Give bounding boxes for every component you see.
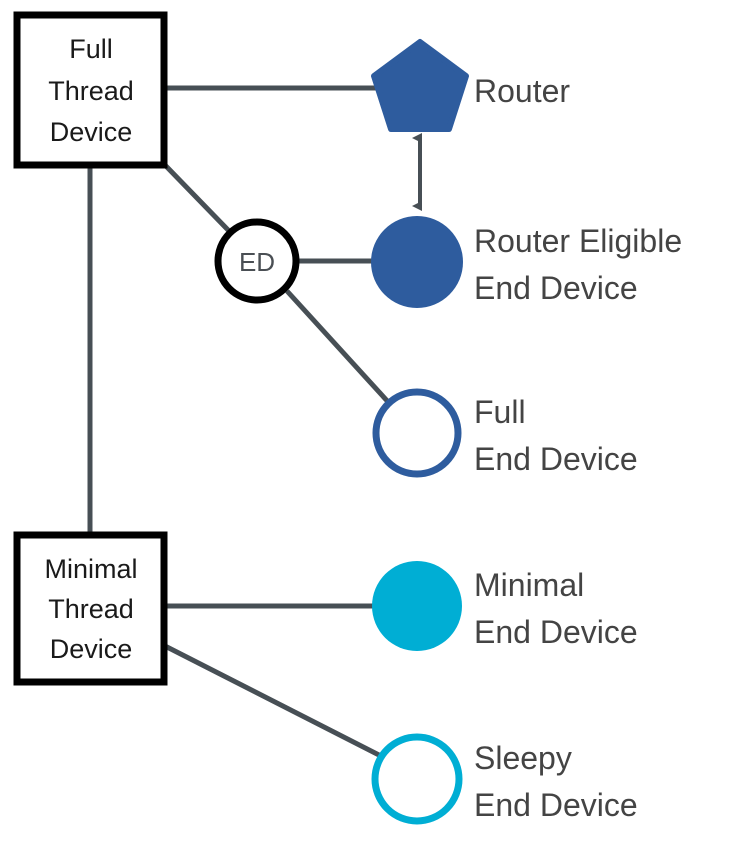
sleepy-end-device-label-line-1: Sleepy: [474, 740, 572, 776]
minimal-thread-device-box: [13, 531, 168, 686]
full-thread-device-line-1: Full: [69, 34, 113, 64]
full-end-device-label-line-1: Full: [474, 394, 526, 430]
router-eligible-end-device-circle-icon: [371, 216, 463, 308]
legend-label-router-eligible-end-device: Router Eligible End Device: [474, 223, 682, 306]
minimal-end-device-circle-icon: [372, 561, 462, 651]
minimal-thread-device-line-2: Thread: [48, 594, 134, 624]
connector-group: [87, 85, 422, 759]
sleepy-end-device-circle-icon: [371, 733, 463, 825]
full-thread-device-box: [13, 11, 168, 169]
minimal-end-device-label-line-1: Minimal: [474, 567, 584, 603]
connector-mtd-to-sleepy-end-device: [163, 643, 383, 759]
router-eligible-end-device-label-line-2: End Device: [474, 270, 638, 306]
full-thread-device-line-2: Thread: [48, 76, 134, 106]
sleepy-end-device-label-line-2: End Device: [474, 787, 638, 823]
minimal-thread-device-line-3: Device: [50, 634, 133, 664]
end-device-abbrev-label: ED: [239, 247, 275, 277]
router-eligible-end-device-label-line-1: Router Eligible: [474, 223, 682, 259]
connector-end-device-to-full-end-device: [285, 289, 392, 406]
end-device-circle-icon: [214, 218, 300, 304]
router-pentagon-icon: [371, 39, 469, 132]
legend-label-sleepy-end-device: Sleepy End Device: [474, 740, 638, 823]
full-thread-device-line-3: Device: [50, 117, 133, 147]
minimal-thread-device-line-1: Minimal: [44, 554, 137, 584]
full-thread-device-node: Full Thread Device: [13, 11, 168, 169]
legend-label-full-end-device: Full End Device: [474, 394, 638, 477]
minimal-end-device-label-line-2: End Device: [474, 614, 638, 650]
minimal-thread-device-node: Minimal Thread Device: [13, 531, 168, 686]
full-end-device-label-line-2: End Device: [474, 441, 638, 477]
full-end-device-circle-icon: [372, 388, 462, 478]
connector-ftd-to-end-device: [161, 161, 232, 234]
router-label-line-1: Router: [474, 73, 570, 109]
end-device-node: ED: [214, 218, 300, 304]
legend-label-router: Router: [474, 73, 570, 109]
legend-label-minimal-end-device: Minimal End Device: [474, 567, 638, 650]
